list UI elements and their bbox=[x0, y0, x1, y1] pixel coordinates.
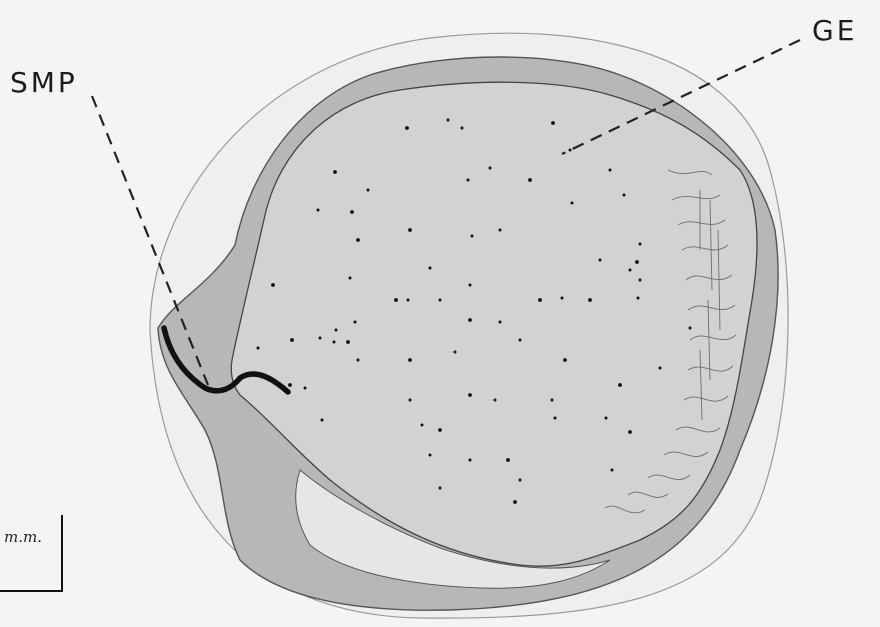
granule-dot bbox=[438, 428, 442, 432]
granule-dot bbox=[489, 167, 492, 170]
granule-dot bbox=[471, 235, 474, 238]
granule-dot bbox=[469, 459, 472, 462]
granule-dot bbox=[350, 210, 354, 214]
granule-dot bbox=[618, 383, 622, 387]
granule-dot bbox=[346, 340, 350, 344]
granule-dot bbox=[349, 277, 352, 280]
granule-dot bbox=[439, 487, 442, 490]
granule-dot bbox=[461, 127, 464, 130]
granule-dot bbox=[394, 298, 398, 302]
granule-dot bbox=[611, 469, 614, 472]
granule-dot bbox=[569, 149, 572, 152]
granule-dot bbox=[335, 329, 338, 332]
scale-bar-unit-text: m.m. bbox=[4, 528, 42, 546]
granule-dot bbox=[405, 126, 409, 130]
granule-dot bbox=[304, 387, 307, 390]
granule-dot bbox=[689, 327, 692, 330]
granule-dot bbox=[319, 337, 322, 340]
granule-dot bbox=[290, 338, 294, 342]
granule-dot bbox=[454, 351, 457, 354]
granule-dot bbox=[408, 358, 412, 362]
granule-dot bbox=[528, 178, 532, 182]
granule-dot bbox=[659, 367, 662, 370]
granule-dot bbox=[409, 399, 412, 402]
granule-dot bbox=[519, 339, 522, 342]
granule-dot bbox=[639, 279, 642, 282]
granule-dot bbox=[609, 169, 612, 172]
granule-dot bbox=[519, 479, 522, 482]
granule-dot bbox=[494, 399, 497, 402]
granule-dot bbox=[563, 358, 567, 362]
granule-dot bbox=[551, 121, 555, 125]
granule-dot bbox=[499, 321, 502, 324]
granule-dot bbox=[367, 189, 370, 192]
granule-dot bbox=[447, 119, 450, 122]
granule-dot bbox=[628, 430, 632, 434]
granule-dot bbox=[354, 321, 357, 324]
granule-dot bbox=[605, 417, 608, 420]
granule-dot bbox=[629, 269, 632, 272]
granule-dot bbox=[333, 170, 337, 174]
granule-dot bbox=[408, 228, 412, 232]
granule-dot bbox=[288, 383, 292, 387]
granule-dot bbox=[551, 399, 554, 402]
scale-bar bbox=[0, 515, 62, 591]
granule-dot bbox=[429, 454, 432, 457]
granule-dot bbox=[506, 458, 510, 462]
granule-dot bbox=[257, 347, 260, 350]
granule-dot bbox=[321, 419, 324, 422]
granule-dot bbox=[356, 238, 360, 242]
granule-dot bbox=[429, 267, 432, 270]
granule-dot bbox=[571, 202, 574, 205]
granule-dot bbox=[439, 299, 442, 302]
granule-dot bbox=[271, 283, 275, 287]
granule-dot bbox=[538, 298, 542, 302]
granule-dot bbox=[513, 500, 517, 504]
granule-dot bbox=[599, 259, 602, 262]
granule-dot bbox=[467, 179, 470, 182]
granule-dot bbox=[561, 297, 564, 300]
granule-dot bbox=[639, 243, 642, 246]
label-ge: GE bbox=[812, 14, 857, 47]
granule-dot bbox=[637, 297, 640, 300]
granule-dot bbox=[623, 194, 626, 197]
granule-dot bbox=[468, 318, 472, 322]
granule-dot bbox=[421, 424, 424, 427]
granule-dot bbox=[588, 298, 592, 302]
label-smp: SMP bbox=[10, 66, 78, 99]
granule-dot bbox=[468, 393, 472, 397]
granule-dot bbox=[357, 359, 360, 362]
granule-dot bbox=[554, 417, 557, 420]
granule-dot bbox=[317, 209, 320, 212]
granule-dot bbox=[635, 260, 639, 264]
granule-dot bbox=[499, 229, 502, 232]
granule-dot bbox=[407, 299, 410, 302]
granule-dot bbox=[333, 341, 336, 344]
granule-dot bbox=[469, 284, 472, 287]
